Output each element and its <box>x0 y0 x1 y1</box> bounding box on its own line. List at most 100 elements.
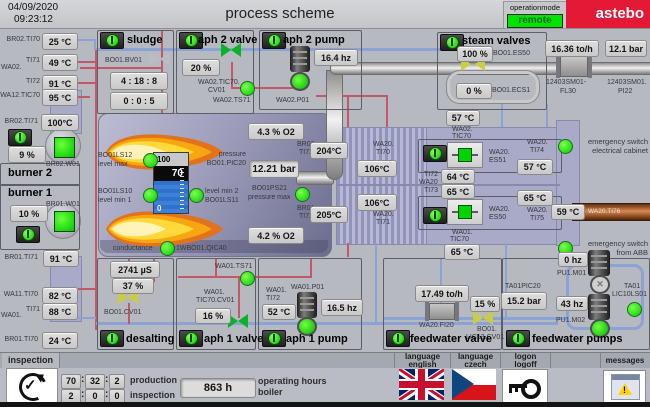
aph2-pump-icon[interactable] <box>290 46 310 72</box>
flag-czech-button[interactable] <box>452 369 496 400</box>
burner2-flame-icon[interactable] <box>54 137 75 158</box>
br01-ti70-value: 24 °C <box>42 332 78 349</box>
wa20-ti74-label1: WA20. <box>527 139 548 146</box>
ls12-dot[interactable] <box>143 153 158 168</box>
ps21-label2: pressure max <box>248 194 291 201</box>
desalting-valve-icon[interactable] <box>118 290 138 304</box>
wa20-ti75-label1: WA20. <box>527 207 548 214</box>
ls12-label1: BO01LS12 <box>98 152 133 159</box>
wa01-tic70-value: 65 °C <box>444 244 480 260</box>
check-refresh-icon: ✓ <box>15 369 51 405</box>
ps21-dot[interactable] <box>295 187 310 202</box>
pipe-blue-feedwater <box>96 322 558 325</box>
pipe-blue <box>501 104 503 127</box>
pipe-blue <box>505 243 507 319</box>
lic13-label2: LIC13.CV01 <box>466 334 505 341</box>
pipe-blue-main-top <box>96 48 445 51</box>
br01-ti70-label: BR01.TI70 <box>4 336 38 343</box>
wa20-ti71-value: 106°C <box>357 194 397 211</box>
wa20-fi20-label: WA20.FI20 <box>419 322 454 329</box>
lic13-label1: BO01. <box>477 326 497 333</box>
inspection-check-button[interactable]: ✓ <box>6 368 58 405</box>
logon-key-button[interactable] <box>502 369 548 403</box>
sludge-indicator-icon[interactable] <box>100 32 124 49</box>
fl30-label1: 12403SM01- <box>546 79 587 86</box>
aph1-valve-box <box>176 258 256 350</box>
gauge-value: 70 <box>154 166 188 181</box>
aph2-valve-icon[interactable] <box>221 43 241 57</box>
sludge-box <box>97 30 174 114</box>
ti71-label: TI71 <box>25 57 40 64</box>
fi20-flow-meter-icon[interactable] <box>425 302 459 321</box>
wa20-es50-label1: WA20. <box>489 206 510 213</box>
date: 04/09/2020 <box>8 2 59 13</box>
br01-ti72-label1: BR01. <box>297 205 317 212</box>
aph1-valve-indicator-icon[interactable] <box>179 330 203 347</box>
es50-pct-value: 100 % <box>457 46 493 62</box>
tab-messages[interactable]: messages <box>605 356 645 365</box>
aph1-pump-icon[interactable] <box>297 292 317 318</box>
aph1-valve-icon[interactable] <box>228 314 248 328</box>
wa01-ts71-dot[interactable] <box>240 271 255 286</box>
feedwater-valve-indicator-icon[interactable] <box>386 330 410 347</box>
sludge-valve-icon[interactable] <box>150 52 170 66</box>
wa01-ti72-label2: TI72 <box>266 295 281 302</box>
es50-valve-icon[interactable] <box>447 199 483 225</box>
warning-window-icon: ! <box>611 374 640 400</box>
burner2-title: burner 2 <box>8 167 53 179</box>
br01-ti71-value: 91 °C <box>43 250 79 267</box>
ls11-dot[interactable] <box>189 188 204 203</box>
es50-indicator-icon[interactable] <box>423 207 447 224</box>
conductance-dot[interactable] <box>160 241 175 256</box>
tab-inspection[interactable]: inspection <box>2 353 60 368</box>
wa01-tic70-cv01-label1: WA01. <box>204 289 225 296</box>
wa02-tic70-label2: TIC70 <box>452 133 472 140</box>
wa20-es51-label2: ES51 <box>489 157 507 164</box>
inspection-label: inspection <box>130 390 176 400</box>
burner1-flame-icon[interactable] <box>54 211 75 232</box>
wa01-ti71-value: 88 °C <box>42 303 78 320</box>
burner2-indicator-icon[interactable] <box>8 129 32 146</box>
pu1-m02-label: PU1.M02 <box>556 317 586 324</box>
desalting-indicator-icon[interactable] <box>100 330 124 347</box>
burner1-indicator-icon[interactable] <box>16 226 40 243</box>
wa01-tic70-label2: TIC70 <box>450 236 470 243</box>
boiler-level-gauge[interactable]: 100 70 0 <box>153 152 189 214</box>
operation-mode[interactable]: operationmode remote <box>503 1 567 29</box>
bo01-cv01-label: BO01.CV01 <box>104 309 142 316</box>
es51-indicator-icon[interactable] <box>423 145 447 162</box>
operating-hours-label2: boiler <box>258 387 283 397</box>
pipe-red <box>347 95 349 127</box>
pu1-m02-pump-icon[interactable] <box>588 294 610 320</box>
aph1-pump-indicator-icon[interactable] <box>262 330 286 347</box>
br01-ti72-value: 205°C <box>310 206 348 223</box>
aph1-pump-hz-value: 16.5 hz <box>321 299 363 316</box>
br02-ti71-label: BR02.TI71 <box>4 118 38 125</box>
emergency1-dot[interactable] <box>558 139 573 154</box>
pipe-red <box>80 67 162 69</box>
aph2-valve-indicator-icon[interactable] <box>179 32 203 49</box>
es50-steam-valve-icon[interactable] <box>461 57 485 73</box>
wa20-ti74-value: 57 °C <box>517 159 553 175</box>
steam-flow-meter-icon[interactable] <box>556 55 592 78</box>
br02-ti70-value: 25 °C <box>42 33 78 50</box>
pic20-label2: BO01.PIC20 <box>206 160 246 167</box>
feedwater-pumps-indicator-icon[interactable] <box>506 330 530 347</box>
es51-valve-icon[interactable] <box>447 142 483 168</box>
pu1-m01-impeller-icon: ✕ <box>590 275 610 294</box>
flag-uk-button[interactable] <box>399 369 444 400</box>
aph1-valve-pct-value: 16 % <box>195 308 231 324</box>
aph2-pump-indicator-icon[interactable] <box>262 32 286 49</box>
messages-button[interactable]: ! <box>603 370 646 403</box>
ls10-dot[interactable] <box>143 188 158 203</box>
page-title: process scheme <box>225 5 335 22</box>
wa02-ts71-dot[interactable] <box>240 81 255 96</box>
burner2-box <box>0 163 80 186</box>
lic13-valve-icon[interactable] <box>473 311 493 325</box>
lic10-ls01-dot[interactable] <box>627 302 642 317</box>
pu1-m01-pump-icon[interactable] <box>588 250 610 276</box>
